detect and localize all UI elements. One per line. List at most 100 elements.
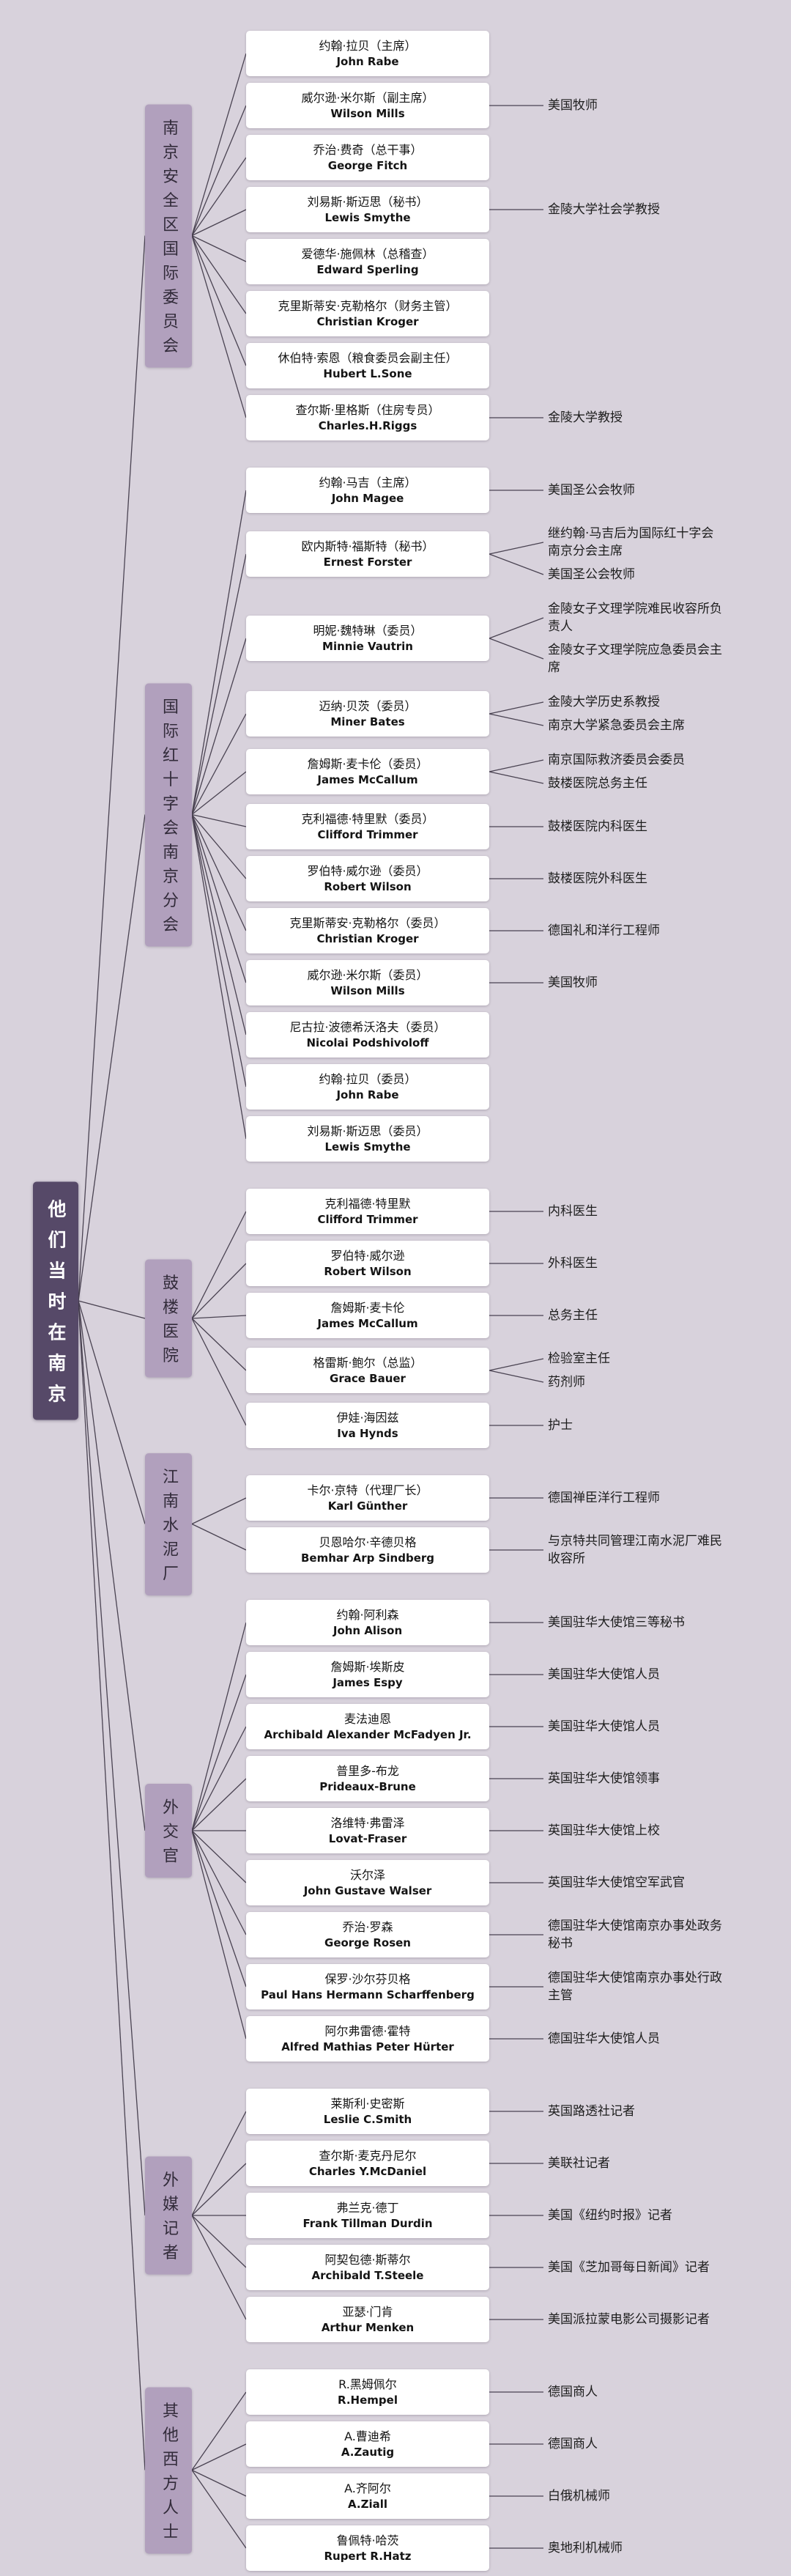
- connector-line: [191, 1523, 247, 1551]
- connector-line: [191, 2215, 247, 2268]
- connector-line: [489, 713, 544, 726]
- person-card[interactable]: 詹姆斯·麦卡伦（委员）James McCallum: [246, 749, 489, 794]
- role-note: 继约翰·马吉后为国际红十字会南京分会主席: [548, 526, 714, 558]
- person-card[interactable]: 罗伯特·威尔逊（委员）Robert Wilson: [246, 856, 489, 901]
- person-card[interactable]: 约翰·马吉（主席）John Magee: [246, 468, 489, 513]
- person-card[interactable]: 克里斯蒂安·克勒格尔（财务主管）Christian Kroger: [246, 291, 489, 336]
- person-name-cn: 明妮·魏特琳（委员）: [313, 623, 423, 638]
- person-name-cn: 阿契包德·斯蒂尔: [324, 2252, 411, 2267]
- person-card[interactable]: 卡尔·京特（代理厂长）Karl Günther: [246, 1475, 489, 1521]
- connector-line: [191, 235, 247, 366]
- person-card[interactable]: 尼古拉·波德希沃洛夫（委员）Nicolai Podshivoloff: [246, 1012, 489, 1058]
- person-card[interactable]: 迈纳·贝茨（委员）Miner Bates: [246, 691, 489, 737]
- branch-node[interactable]: 其他西方人士: [145, 2387, 192, 2553]
- connector-line: [191, 209, 247, 237]
- connector-line: [489, 1358, 544, 1371]
- role-note: 德国驻华大使馆南京办事处行政主管: [548, 1971, 722, 2003]
- person-name-en: Alfred Mathias Peter Hürter: [281, 2040, 454, 2053]
- person-name-cn: 克里斯蒂安·克勒格尔（财务主管）: [278, 298, 458, 313]
- branch-node[interactable]: 外媒记者: [145, 2156, 192, 2275]
- person-card[interactable]: 威尔逊·米尔斯（委员）Wilson Mills: [246, 960, 489, 1005]
- connector-line: [191, 1318, 247, 1426]
- branch-label: 江南水泥厂: [160, 1467, 178, 1589]
- role-note: 内科医生: [548, 1204, 598, 1219]
- branch-label: 其他西方人士: [160, 2402, 178, 2547]
- branch-node[interactable]: 外交官: [145, 1784, 192, 1878]
- person-name-en: Minnie Vautrin: [322, 639, 413, 653]
- branch-node[interactable]: 南京安全区国际委员会: [145, 104, 192, 367]
- connector-line: [191, 814, 247, 1036]
- role-note: 美国《芝加哥每日新闻》记者: [548, 2260, 710, 2275]
- person-card[interactable]: 爱德华·施佩林（总稽查）Edward Sperling: [246, 239, 489, 284]
- person-name-cn: 克利福德·特里默: [324, 1196, 411, 1211]
- person-name-en: Karl Günther: [327, 1499, 408, 1513]
- connector-line: [191, 490, 247, 815]
- person-name-en: Archibald T.Steele: [311, 2268, 424, 2282]
- connector-line: [191, 1315, 247, 1319]
- role-note: 外科医生: [548, 1256, 598, 1271]
- person-card[interactable]: 乔治·费奇（总干事）George Fitch: [246, 135, 489, 180]
- connector-line: [191, 814, 247, 1088]
- role-note: 美国牧师: [548, 98, 598, 113]
- branch-node[interactable]: 国际红十字会南京分会: [145, 683, 192, 946]
- person-name-en: Hubert L.Sone: [323, 366, 412, 380]
- person-card[interactable]: 刘易斯·斯迈思（委员） Lewis Smythe: [246, 1116, 489, 1162]
- person-card[interactable]: 格雷斯·鲍尔（总监）Grace Bauer: [246, 1348, 489, 1393]
- person-name-cn: 威尔逊·米尔斯（副主席）: [301, 90, 434, 105]
- person-name-en: James McCallum: [317, 1316, 418, 1330]
- connector-line: [191, 2163, 247, 2216]
- person-name-cn: 约翰·阿利森: [336, 1607, 399, 1622]
- branch-node[interactable]: 江南水泥厂: [145, 1453, 192, 1595]
- person-name-en: Charles Y.McDaniel: [308, 2164, 427, 2178]
- person-name-cn: 詹姆斯·麦卡伦（委员）: [307, 756, 428, 771]
- person-card[interactable]: 克里斯蒂安·克勒格尔（委员）Christian Kroger: [246, 908, 489, 953]
- person-card[interactable]: 查尔斯·里格斯（住房专员）Charles.H.Riggs: [246, 395, 489, 440]
- person-card[interactable]: 明妮·魏特琳（委员）Minnie Vautrin: [246, 616, 489, 661]
- person-card[interactable]: 约翰·拉贝（主席）John Rabe: [246, 31, 489, 76]
- person-card[interactable]: 欧内斯特·福斯特（秘书）Ernest Forster: [246, 531, 489, 577]
- person-card[interactable]: 约翰·拉贝（委员）John Rabe: [246, 1064, 489, 1110]
- connector-line: [78, 1300, 146, 1319]
- person-card[interactable]: 威尔逊·米尔斯（副主席）Wilson Mills: [246, 83, 489, 128]
- person-card[interactable]: 克利福德·特里默（委员）Clifford Trimmer: [246, 804, 489, 849]
- person-name-en: Lewis Smythe: [324, 1140, 411, 1154]
- root-node[interactable]: 他们当时在南京: [33, 1181, 78, 1420]
- person-card[interactable]: 休伯特·索恩（粮食委员会副主任）Hubert L.Sone: [246, 343, 489, 388]
- person-name-en: George Rosen: [324, 1935, 411, 1949]
- person-name-en: Arthur Menken: [321, 2320, 415, 2334]
- role-note: 护士: [548, 1418, 573, 1433]
- person-card[interactable]: 刘易斯·斯迈思（秘书）Lewis Smythe: [246, 187, 489, 232]
- person-name-en: Archibald Alexander McFadyen Jr.: [264, 1727, 472, 1741]
- person-name-cn: 克里斯蒂安·克勒格尔（委员）: [289, 915, 446, 930]
- connector-line: [191, 1778, 247, 1831]
- person-name-cn: 刘易斯·斯迈思（委员）: [307, 1123, 428, 1138]
- role-note: 德国驻华大使馆人员: [548, 2031, 660, 2046]
- branch-node[interactable]: 鼓楼医院: [145, 1259, 192, 1378]
- person-name-cn: 普里多-布龙: [336, 1763, 399, 1778]
- branch-label: 国际红十字会南京分会: [160, 698, 178, 940]
